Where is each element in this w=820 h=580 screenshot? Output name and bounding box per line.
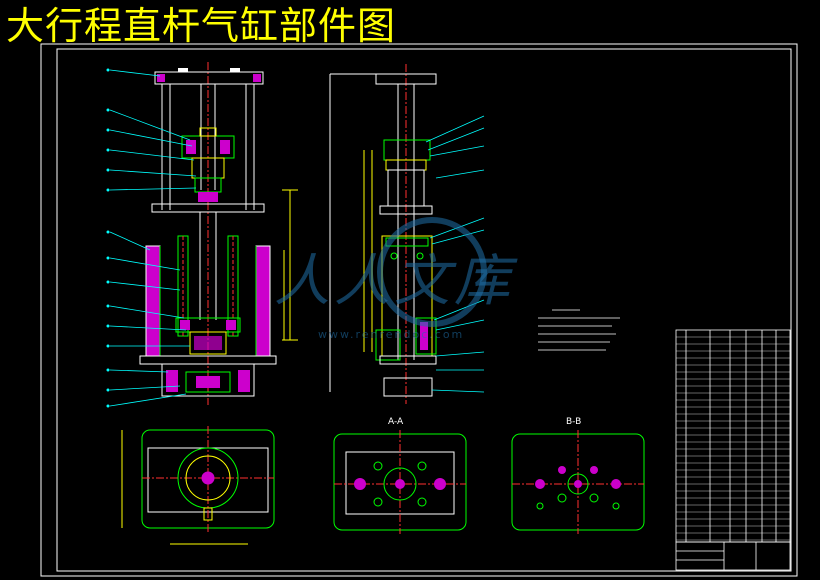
plan-view — [121, 426, 275, 545]
section-b-b-label: B-B — [566, 417, 581, 427]
parts-list-rows — [676, 336, 790, 541]
parts-list — [675, 329, 791, 543]
watermark: 人人文库 www.renrendoc.com — [274, 217, 518, 341]
drawing-frame — [40, 43, 798, 577]
section-b-b: B-B — [511, 417, 645, 534]
section-a-a-label: A-A — [388, 417, 404, 427]
technical-notes — [538, 309, 620, 351]
watermark-site: www.renrendoc.com — [318, 328, 464, 341]
front-view — [106, 62, 298, 408]
drawing-title: 大行程直杆气缸部件图 — [6, 4, 397, 48]
watermark-brand: 人人文库 — [274, 249, 518, 314]
section-a-a: A-A — [333, 417, 467, 534]
title-block — [675, 541, 791, 571]
side-view — [329, 64, 485, 404]
